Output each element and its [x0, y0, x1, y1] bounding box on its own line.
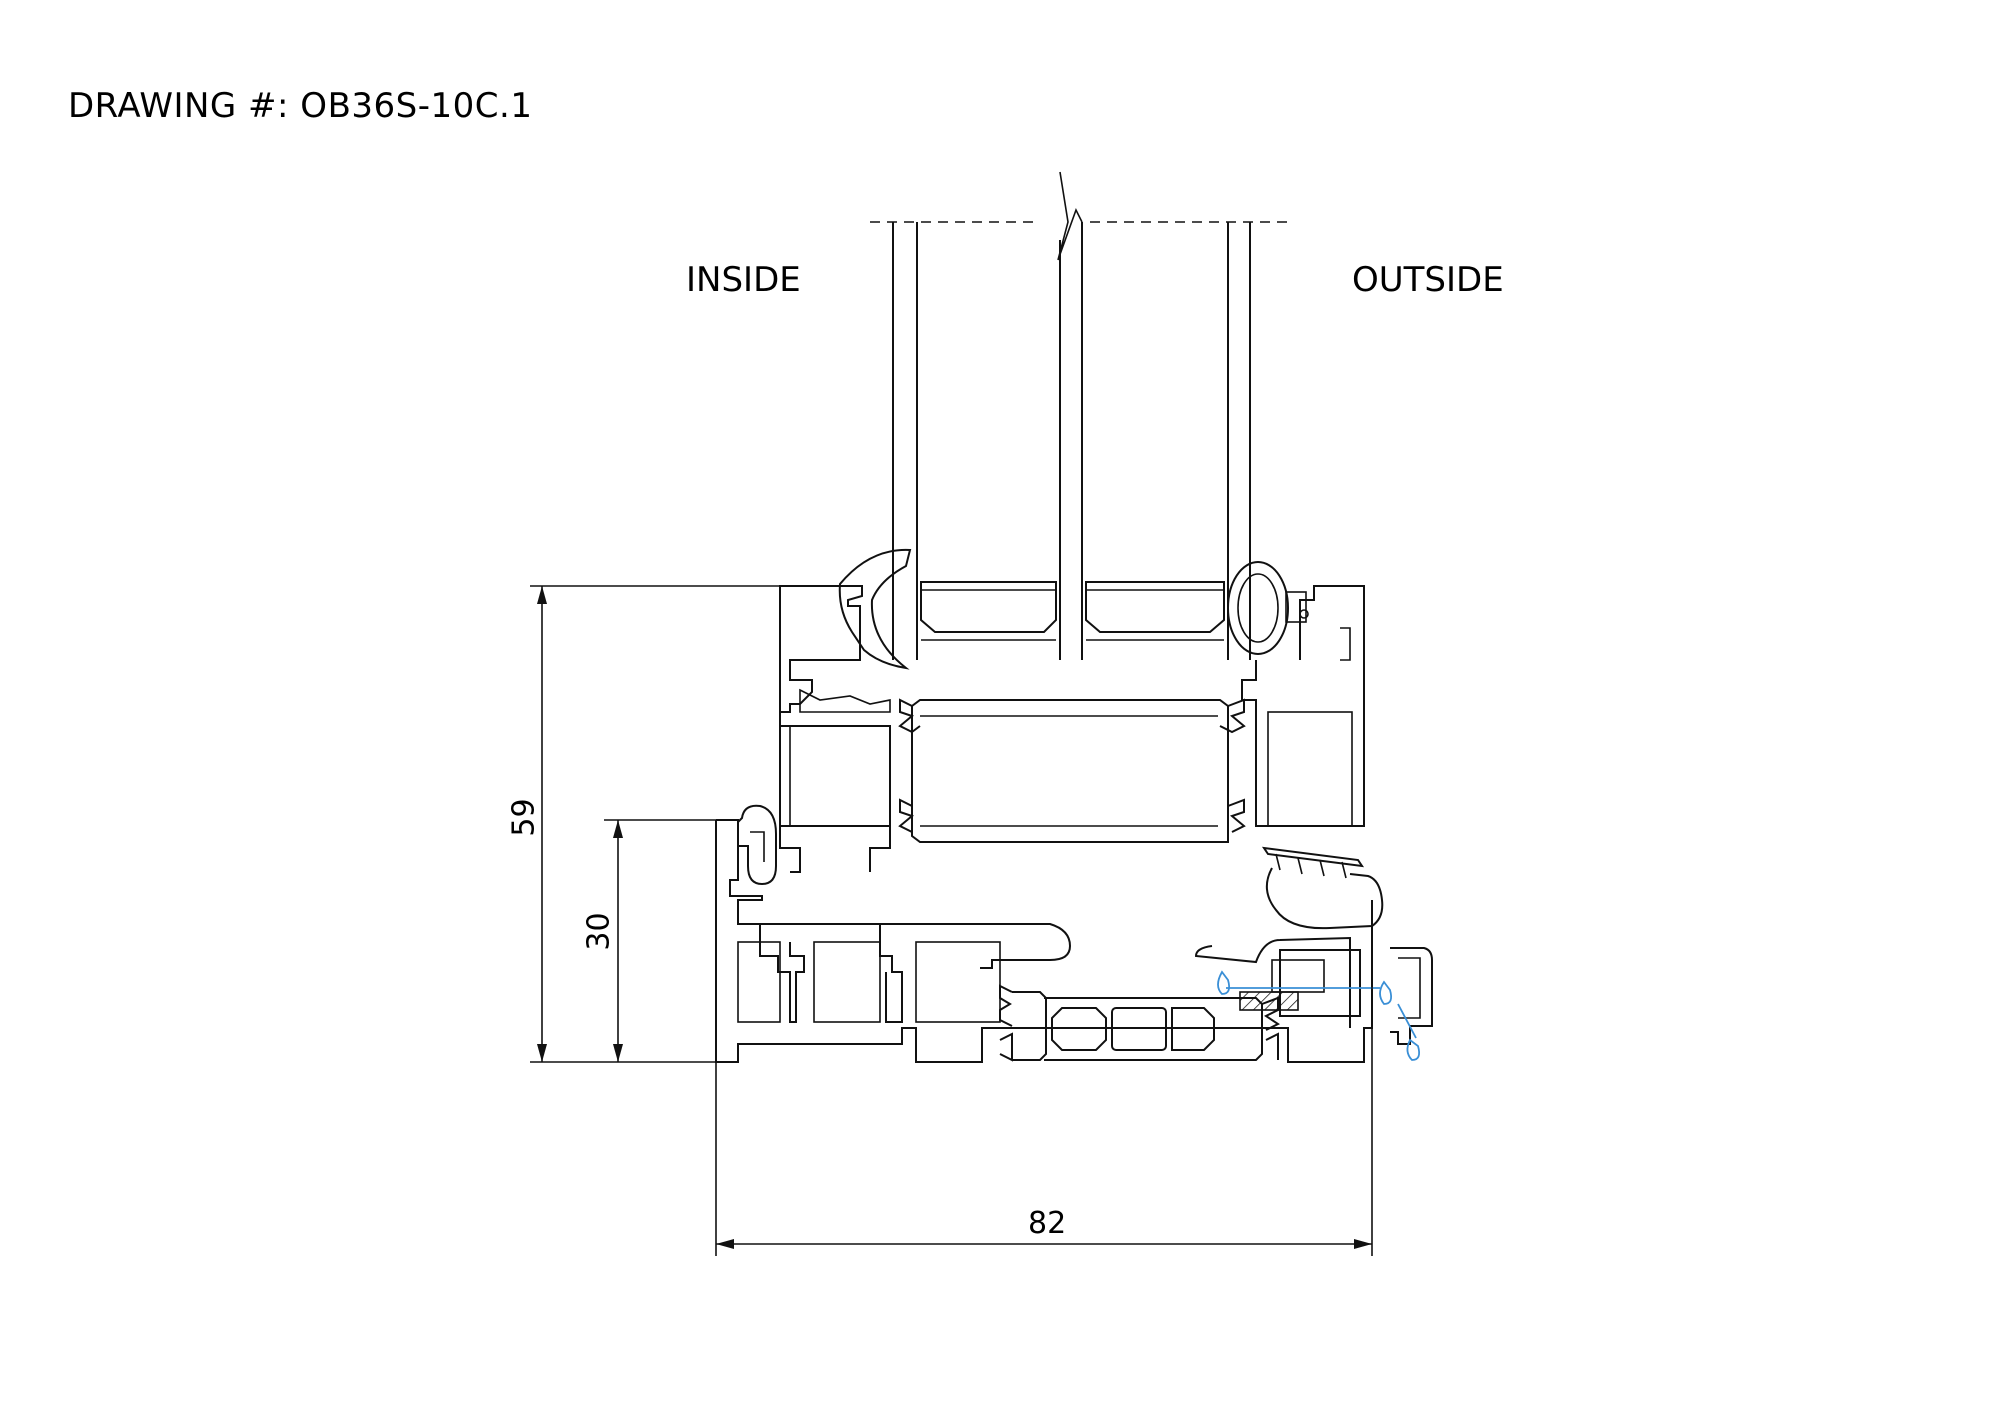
inside-label: INSIDE: [686, 260, 801, 300]
spacer-bars: [920, 581, 1225, 641]
outer-weather-seal: [1261, 846, 1384, 930]
inner-frame-gasket: [737, 804, 777, 886]
dimension-width-82: 82: [1028, 1206, 1067, 1241]
outer-glazing-gasket: [1227, 561, 1309, 655]
dimension-height-30: 30: [581, 912, 617, 951]
setting-block: [1239, 959, 1325, 1011]
sash-thermal-break: [898, 698, 1246, 843]
drainage-path: [1217, 970, 1421, 1061]
inner-glazing-gasket: [838, 548, 912, 670]
dimension-height-59: 59: [506, 798, 542, 837]
glazing-unit: [870, 171, 1290, 660]
drawing-number-label: DRAWING #: OB36S-10C.1: [68, 86, 533, 126]
dimension-lines: [530, 585, 1373, 1256]
outside-label: OUTSIDE: [1352, 260, 1504, 300]
sash-profile: [779, 585, 1365, 873]
